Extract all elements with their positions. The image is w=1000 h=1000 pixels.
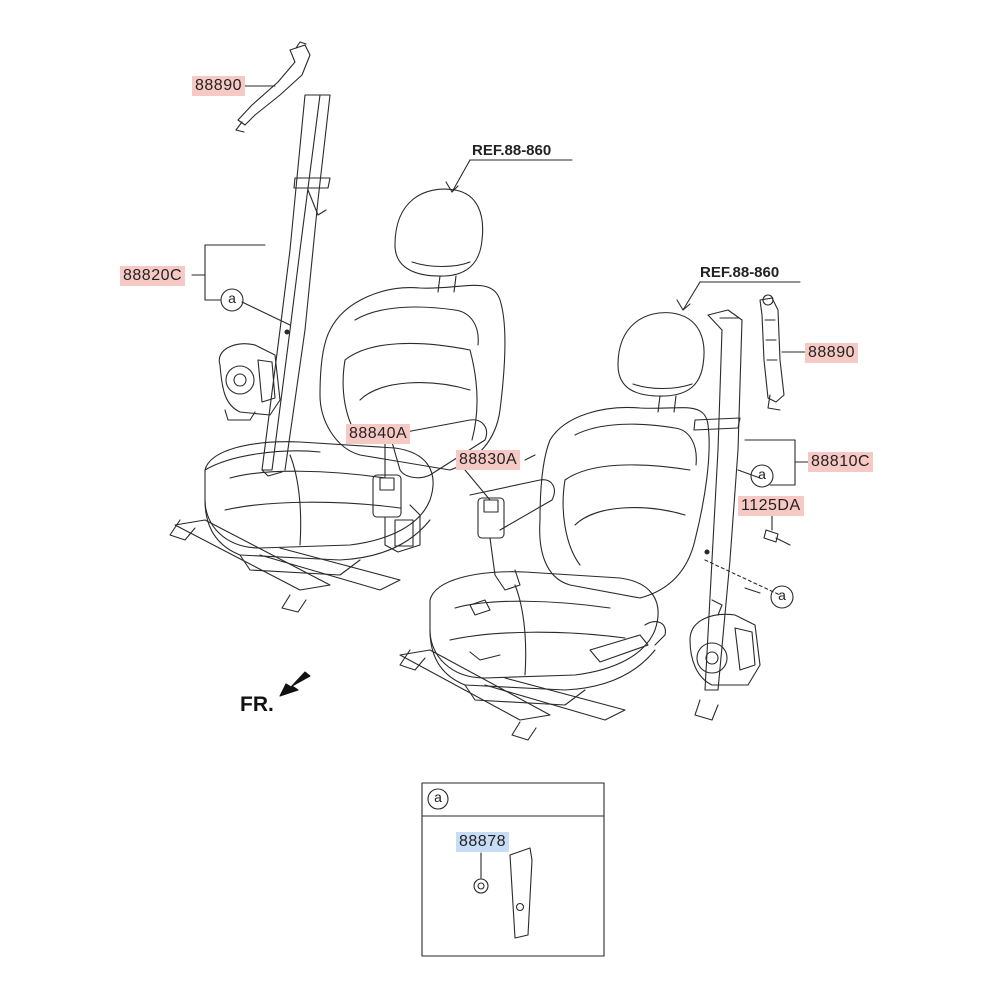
callout-circle-right-lower: [770, 585, 794, 609]
front-arrow-icon: [279, 671, 311, 697]
front-direction-label: FR.: [240, 693, 274, 716]
callout-a-left: a: [228, 290, 236, 306]
callout-a-right-lower: a: [778, 587, 786, 603]
callout-circle-left: [220, 288, 244, 312]
right-seat: [399, 294, 791, 741]
label-88840a[interactable]: 88840A: [346, 424, 411, 444]
left-seat: [169, 41, 506, 613]
callout-a-detail: a: [434, 789, 442, 805]
detail-box: [421, 782, 605, 957]
ref-label-left: REF.88-860: [472, 142, 552, 159]
ref-label-right: REF.88-860: [700, 264, 780, 281]
label-88878[interactable]: 88878: [456, 832, 509, 852]
label-88810c[interactable]: 88810C: [808, 452, 874, 472]
callout-circle-right: [750, 464, 774, 488]
label-1125da[interactable]: 1125DA: [738, 496, 804, 516]
callout-a-right: a: [758, 466, 766, 482]
label-88830a[interactable]: 88830A: [456, 450, 521, 470]
label-88820c[interactable]: 88820C: [120, 266, 186, 286]
label-88890-right[interactable]: 88890: [805, 343, 858, 363]
leader-lines: [191, 85, 809, 594]
label-88890-top[interactable]: 88890: [192, 76, 245, 96]
